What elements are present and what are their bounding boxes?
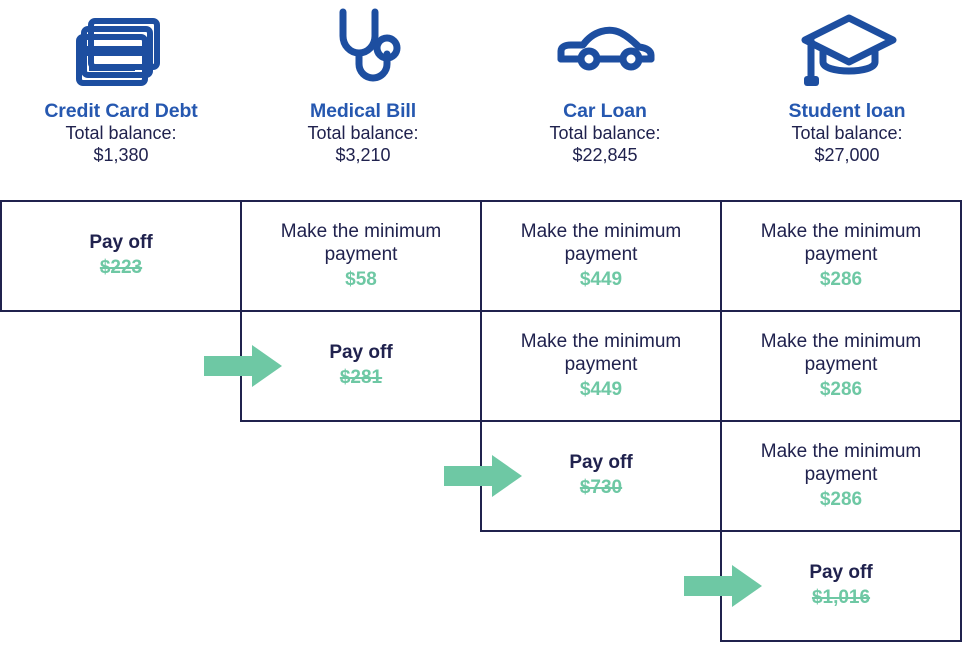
- debt-column-student-loan: Student loan Total balance: $27,000: [726, 0, 968, 196]
- minimum-payment-cell: Make the minimum payment$449: [480, 310, 722, 422]
- cell-amount: $1,016: [811, 586, 871, 608]
- cell-amount: $281: [339, 366, 383, 388]
- progress-arrow-icon: [204, 344, 282, 388]
- debt-balance-label: Total balance:: [791, 123, 903, 143]
- cell-amount: $286: [819, 488, 863, 510]
- cell-action-label: Pay off: [809, 562, 873, 584]
- cell-action-label: Pay off: [329, 342, 393, 364]
- debt-title: Medical Bill: [309, 100, 417, 122]
- minimum-payment-cell: Make the minimum payment$449: [480, 200, 722, 312]
- debt-title: Student loan: [788, 100, 906, 122]
- minimum-payment-cell: Make the minimum payment$286: [720, 420, 962, 532]
- cell-action-label: Make the minimum payment: [280, 220, 442, 266]
- debt-column-car-loan: Car Loan Total balance: $22,845: [484, 0, 726, 196]
- credit-card-icon: [75, 6, 167, 98]
- minimum-payment-cell: Make the minimum payment$58: [240, 200, 482, 312]
- debt-balance-label: Total balance:: [65, 123, 177, 143]
- cell-action-label: Make the minimum payment: [760, 220, 922, 266]
- cell-action-label: Make the minimum payment: [760, 330, 922, 376]
- cell-action-label: Pay off: [569, 452, 633, 474]
- cell-action-label: Make the minimum payment: [760, 440, 922, 486]
- cell-amount: $286: [819, 378, 863, 400]
- cell-amount: $449: [579, 378, 623, 400]
- debt-title: Credit Card Debt: [44, 100, 198, 122]
- debt-column-medical-bill: Medical Bill Total balance: $3,210: [242, 0, 484, 196]
- debt-balance-amount: $22,845: [572, 144, 638, 165]
- cell-amount: $449: [579, 268, 623, 290]
- cell-action-label: Make the minimum payment: [520, 330, 682, 376]
- progress-arrow-icon: [684, 564, 762, 608]
- car-icon: [553, 6, 657, 98]
- cell-amount: $286: [819, 268, 863, 290]
- debt-balance-label: Total balance:: [307, 123, 419, 143]
- cell-amount: $223: [99, 256, 143, 278]
- stethoscope-icon: [317, 6, 409, 98]
- progress-arrow-icon: [444, 454, 522, 498]
- debt-balance-amount: $1,380: [93, 144, 149, 165]
- debt-column-credit-card-debt: Credit Card Debt Total balance: $1,380: [0, 0, 242, 196]
- debt-title: Car Loan: [563, 100, 647, 122]
- graduation-cap-icon: [797, 6, 897, 98]
- debt-balance-amount: $3,210: [335, 144, 391, 165]
- minimum-payment-cell: Make the minimum payment$286: [720, 200, 962, 312]
- debt-balance-label: Total balance:: [549, 123, 661, 143]
- debt-header-row: Credit Card Debt Total balance: $1,380 M…: [0, 0, 970, 196]
- cell-amount: $730: [579, 476, 623, 498]
- payoff-cell: Pay off$1,016: [720, 530, 962, 642]
- debt-balance-amount: $27,000: [814, 144, 880, 165]
- cell-action-label: Make the minimum payment: [520, 220, 682, 266]
- minimum-payment-cell: Make the minimum payment$286: [720, 310, 962, 422]
- payoff-cell: Pay off$223: [0, 200, 242, 312]
- cell-action-label: Pay off: [89, 232, 153, 254]
- cell-amount: $58: [345, 268, 377, 290]
